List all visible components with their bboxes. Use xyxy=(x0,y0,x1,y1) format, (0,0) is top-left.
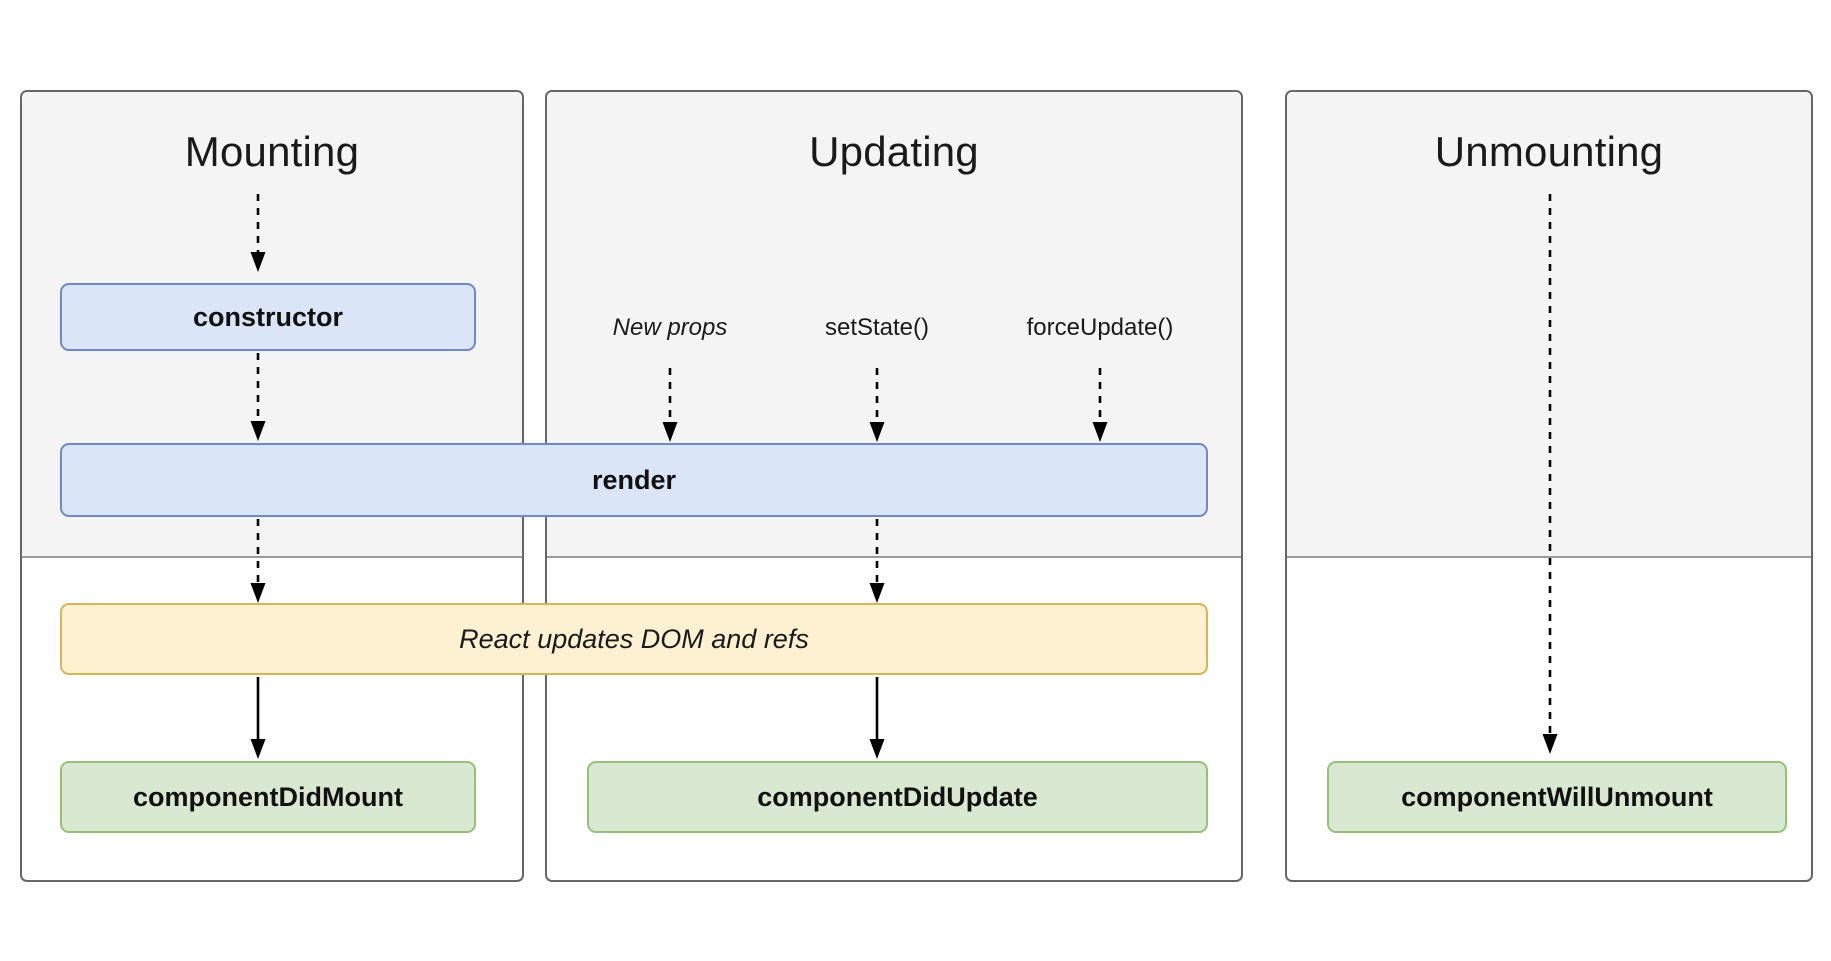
arrow-react-updates-to-component-did-mount xyxy=(250,677,266,759)
node-component-will-unmount[interactable]: componentWillUnmount xyxy=(1327,761,1787,833)
phase-title-unmounting: Unmounting xyxy=(1434,128,1664,175)
trigger-label-new-props: New props xyxy=(612,314,728,341)
arrow-set-state-to-render xyxy=(869,368,885,442)
phase-title-updating: Updating xyxy=(809,128,979,175)
node-render[interactable]: render xyxy=(60,443,1208,517)
arrow-force-update-to-render xyxy=(1092,368,1108,442)
arrow-new-props-to-render xyxy=(662,368,678,442)
trigger-label-force-update: forceUpdate() xyxy=(1026,314,1174,341)
arrow-render-to-react-updates-updating xyxy=(869,519,885,603)
arrow-mounting-to-constructor xyxy=(250,194,266,272)
trigger-label-set-state: setState() xyxy=(824,314,930,341)
arrow-render-to-react-updates-mounting xyxy=(250,519,266,603)
node-constructor[interactable]: constructor xyxy=(60,283,476,351)
arrow-unmounting-to-component-will-unmount xyxy=(1542,194,1558,754)
node-react-updates-dom-and-refs[interactable]: React updates DOM and refs xyxy=(60,603,1208,675)
phase-title-mounting: Mounting xyxy=(184,128,360,175)
node-component-did-update[interactable]: componentDidUpdate xyxy=(587,761,1208,833)
arrow-constructor-to-render xyxy=(250,353,266,441)
arrow-react-updates-to-component-did-update xyxy=(869,677,885,759)
node-component-did-mount[interactable]: componentDidMount xyxy=(60,761,476,833)
